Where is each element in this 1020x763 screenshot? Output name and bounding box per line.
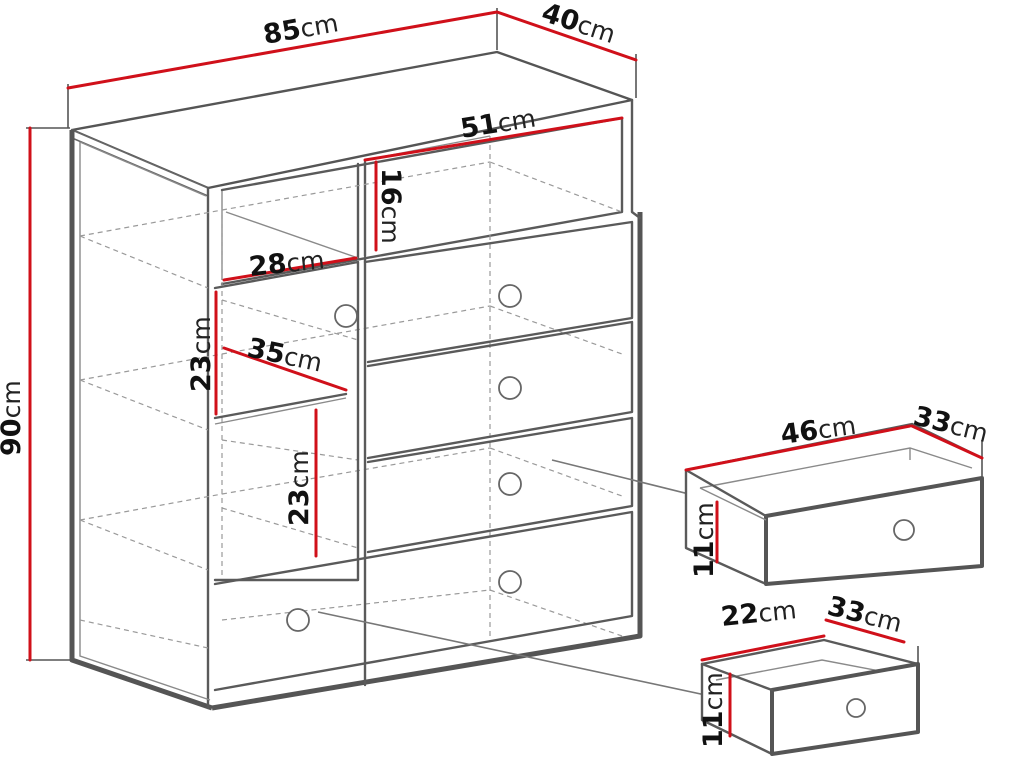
small-drawer-depth-line (824, 618, 906, 644)
top-shelf-width-label: 51cm (458, 102, 538, 144)
height-label: 90cm (0, 380, 27, 456)
drawer-fronts (213, 220, 634, 692)
cabinet (69, 50, 643, 711)
large-drawer (684, 422, 984, 586)
shelf-depth-label: 35cm (245, 333, 325, 379)
knob (498, 284, 522, 308)
left-door (213, 260, 360, 582)
large-drawer-width-line (684, 424, 912, 472)
cabinet-back-edge (630, 98, 642, 220)
width-dimension-line (66, 10, 499, 90)
large-drawer-depth-line (910, 424, 984, 460)
dimension-labels: 85cm 40cm 90cm 51cm 16cm 28cm 23cm 35cm … (0, 0, 991, 748)
large-drawer-height-label: 11cm (689, 502, 720, 578)
knob (846, 698, 866, 718)
large-drawer-width-label: 46cm (779, 410, 858, 451)
top-compartment (220, 116, 624, 286)
dimension-lines (26, 8, 984, 738)
shelf-depth-line (222, 346, 348, 392)
knob (893, 519, 915, 541)
top-shelf-height-label: 16cm (375, 168, 406, 244)
small-drawer (700, 638, 920, 756)
cabinet-knobs (286, 284, 522, 632)
top-shelf-width-line (363, 116, 624, 162)
cabinet-left-inner (79, 142, 211, 701)
shelf-height-upper-label: 23cm (186, 316, 217, 392)
knob (286, 608, 310, 632)
cabinet-left-side (69, 130, 213, 711)
left-shelf-width-label: 28cm (247, 244, 326, 283)
hidden-lines (79, 136, 623, 649)
cabinet-bottom (211, 212, 643, 711)
knob (498, 376, 522, 400)
depth-label: 40cm (538, 0, 620, 50)
left-shelf-width-line (222, 256, 358, 282)
width-label: 85cm (261, 7, 341, 51)
knob (498, 570, 522, 594)
knob (498, 472, 522, 496)
small-drawer-width-label: 22cm (719, 594, 798, 633)
shelf-height-lower-label: 23cm (284, 450, 315, 526)
depth-dimension-line (495, 10, 638, 62)
knob (334, 304, 358, 328)
small-drawer-height-label: 11cm (698, 672, 729, 748)
small-drawer-width-line (700, 634, 826, 662)
